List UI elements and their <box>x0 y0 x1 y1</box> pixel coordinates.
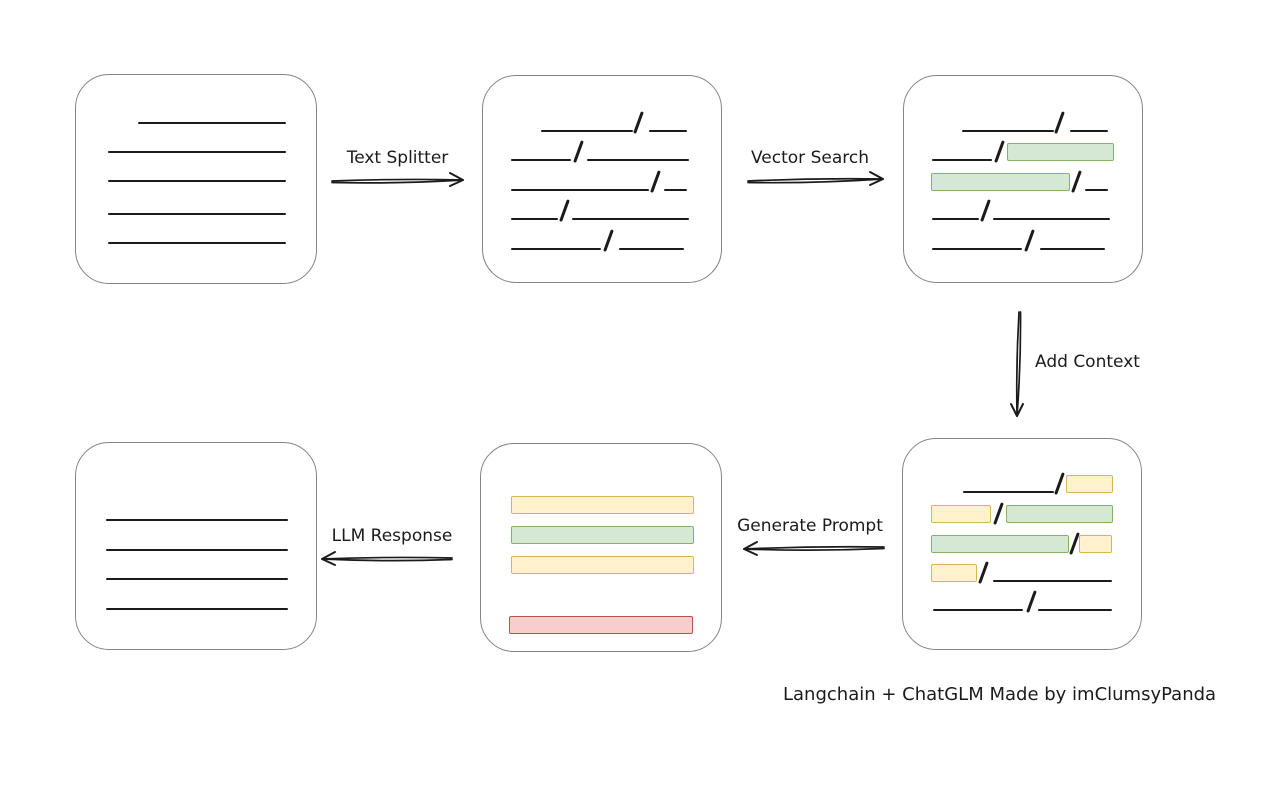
vector-matched-chunks-box <box>903 75 1143 283</box>
text-line <box>106 549 288 552</box>
vector-search-arrow <box>747 171 884 186</box>
generate-prompt-arrow-head <box>743 541 758 556</box>
text-line <box>511 189 649 192</box>
generate-prompt-arrow-shaft <box>743 545 885 550</box>
slash-separator <box>603 229 614 252</box>
text-line <box>619 248 684 251</box>
text-line <box>993 580 1112 583</box>
text-splitter-arrow-shaft <box>331 179 464 184</box>
yellow-highlight-bar <box>931 505 991 523</box>
text-line <box>511 248 601 251</box>
text-line <box>511 159 571 162</box>
slash-separator <box>994 140 1005 163</box>
text-line <box>108 213 286 216</box>
text-line <box>664 189 687 192</box>
add-context-arrow-shaft <box>1015 311 1020 417</box>
text-line <box>962 130 1054 133</box>
text-line <box>541 130 633 133</box>
slash-separator <box>573 140 584 163</box>
text-line <box>963 491 1054 494</box>
llm-response-arrow-shaft <box>321 556 453 560</box>
slash-separator <box>993 502 1004 525</box>
yellow-highlight-bar <box>1066 475 1113 493</box>
green-highlight-bar <box>931 535 1069 553</box>
generate-prompt-arrow-shaft <box>743 547 885 551</box>
vector-search-arrow-head <box>869 171 884 186</box>
split-chunks-box <box>482 75 722 283</box>
slash-separator <box>633 111 644 134</box>
text-line <box>933 609 1023 612</box>
add-context-label: Add Context <box>1035 352 1140 372</box>
slash-separator <box>1026 590 1037 613</box>
text-line <box>106 608 288 611</box>
yellow-highlight-bar <box>511 496 694 514</box>
text-line <box>1038 609 1112 612</box>
text-line <box>1040 248 1105 251</box>
text-line <box>108 180 286 183</box>
slash-separator <box>1071 170 1082 193</box>
text-splitter-arrow-head <box>449 172 464 187</box>
yellow-highlight-bar <box>931 564 977 582</box>
context-chunks-box <box>902 438 1142 650</box>
text-line <box>649 130 687 133</box>
slash-separator <box>559 199 570 222</box>
slash-separator <box>1054 472 1065 495</box>
text-splitter-label: Text Splitter <box>346 148 449 168</box>
red-highlight-bar <box>509 616 693 634</box>
add-context-arrow-shaft <box>1016 311 1022 417</box>
text-splitter-arrow <box>331 172 464 187</box>
add-context-arrow-head <box>1010 403 1024 417</box>
green-highlight-bar <box>1006 505 1113 523</box>
text-line <box>932 159 992 162</box>
add-context-arrow <box>1010 311 1024 417</box>
llm-response-arrow <box>321 551 453 566</box>
text-line <box>511 218 558 221</box>
source-document-box <box>75 74 317 284</box>
yellow-highlight-bar <box>511 556 694 574</box>
text-line <box>932 218 979 221</box>
text-line <box>108 242 286 245</box>
generate-prompt-arrow <box>743 541 885 556</box>
llm-response-arrow-head <box>321 551 336 566</box>
text-line <box>106 578 288 581</box>
text-line <box>587 159 689 162</box>
slash-separator <box>1069 532 1080 555</box>
answer-document-box <box>75 442 317 650</box>
prompt-box <box>480 443 722 652</box>
vector-search-label: Vector Search <box>751 148 869 168</box>
text-line <box>138 122 286 125</box>
green-highlight-bar <box>931 173 1070 191</box>
llm-response-arrow-shaft <box>321 558 453 562</box>
text-line <box>108 151 286 154</box>
green-highlight-bar <box>511 526 694 544</box>
slash-separator <box>978 561 989 584</box>
text-splitter-arrow-shaft <box>331 178 464 182</box>
generate-prompt-label: Generate Prompt <box>737 516 883 536</box>
slash-separator <box>1024 229 1035 252</box>
text-line <box>106 519 288 522</box>
diagram-caption: Langchain + ChatGLM Made by imClumsyPand… <box>783 684 1217 705</box>
text-line <box>1085 189 1108 192</box>
slash-separator <box>1054 111 1065 134</box>
yellow-highlight-bar <box>1079 535 1112 553</box>
text-line <box>993 218 1110 221</box>
green-highlight-bar <box>1007 143 1114 161</box>
slash-separator <box>980 199 991 222</box>
text-line <box>932 248 1022 251</box>
slash-separator <box>650 170 661 193</box>
text-line <box>1070 130 1108 133</box>
text-line <box>572 218 689 221</box>
llm-response-label: LLM Response <box>331 526 453 546</box>
vector-search-arrow-shaft <box>747 178 884 184</box>
vector-search-arrow-shaft <box>747 177 884 182</box>
